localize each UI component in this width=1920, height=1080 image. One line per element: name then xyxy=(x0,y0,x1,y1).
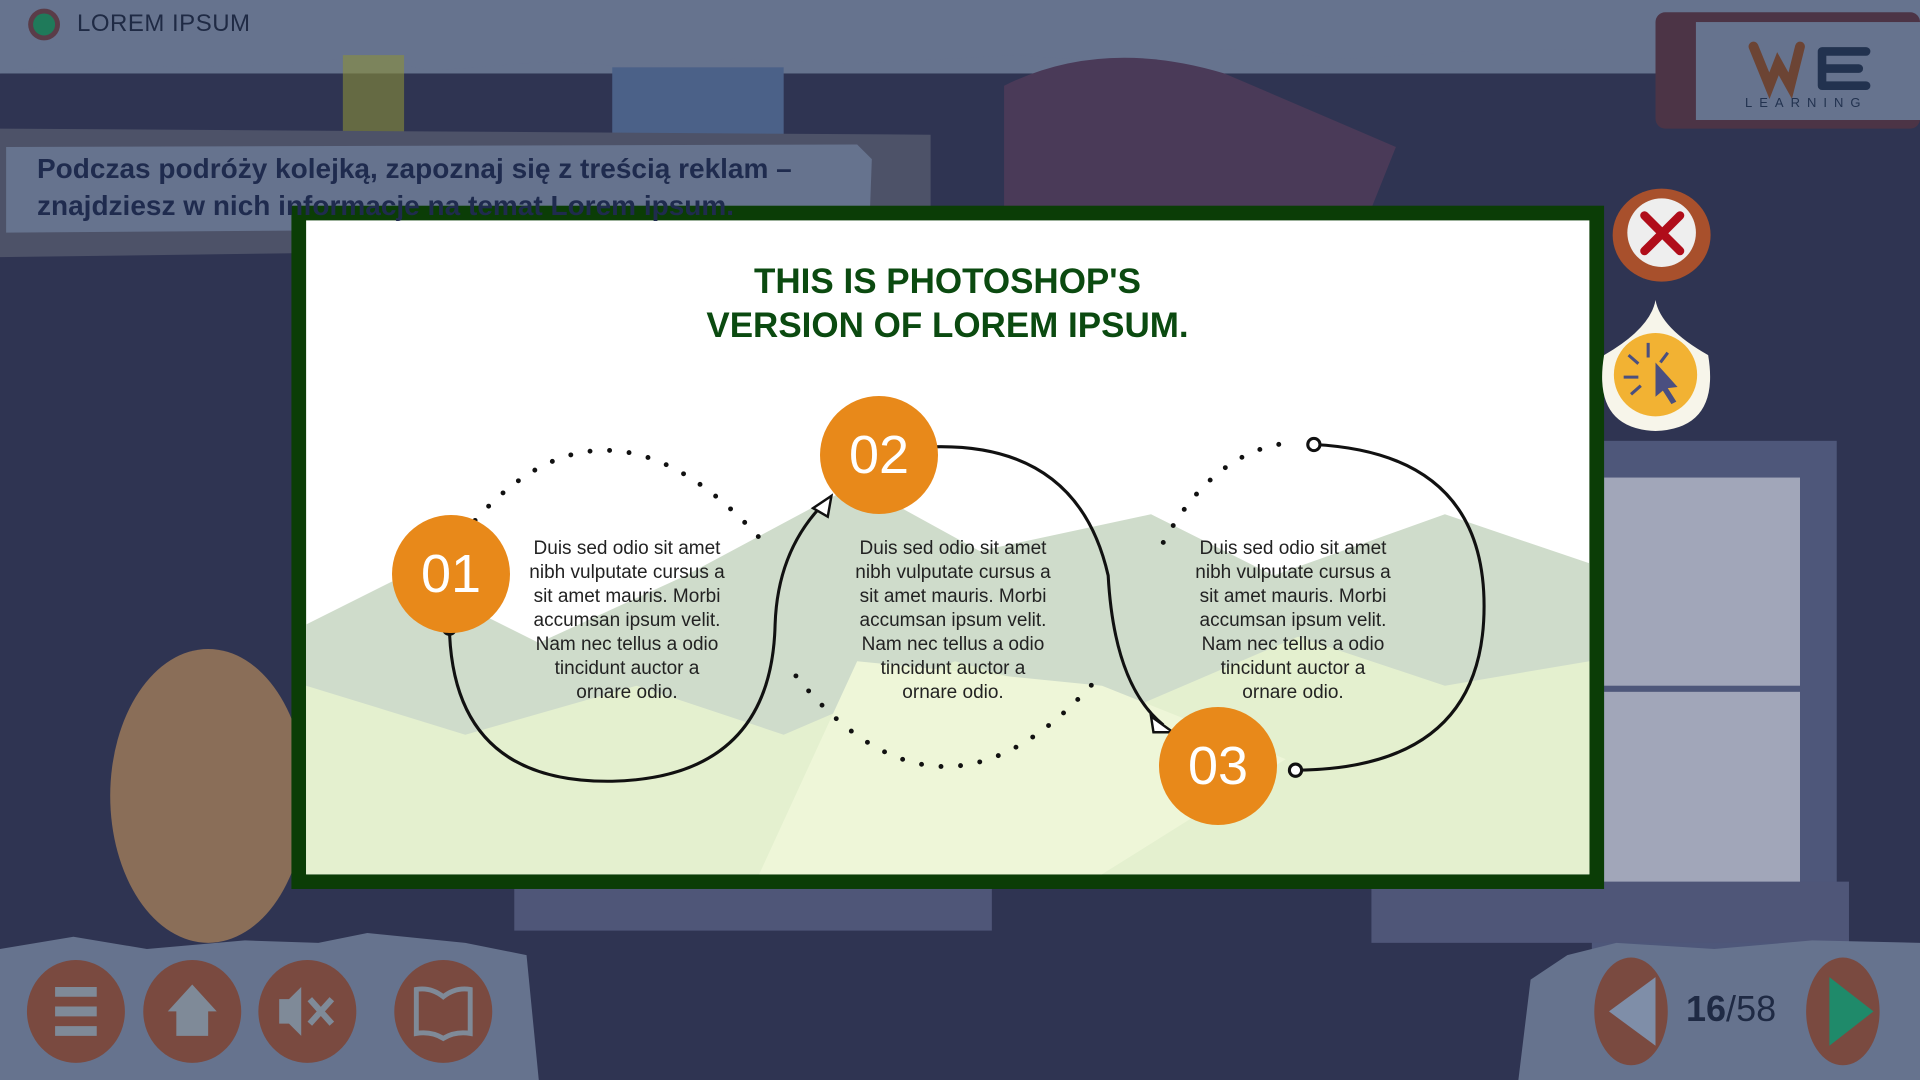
step-number-01: 01 xyxy=(392,515,510,633)
step-number-03: 03 xyxy=(1159,707,1277,825)
page-counter: 16/58 xyxy=(1686,988,1777,1029)
modal-title: THIS IS PHOTOSHOP'S VERSION OF LOREM IPS… xyxy=(306,260,1589,348)
page-total: 58 xyxy=(1736,988,1777,1029)
modal-title-line: THIS IS PHOTOSHOP'S xyxy=(754,262,1141,301)
page-current: 16 xyxy=(1686,988,1727,1029)
menu-button[interactable] xyxy=(26,960,125,1063)
header-title: LOREM IPSUM xyxy=(77,10,251,37)
book-button[interactable] xyxy=(394,960,493,1063)
modal-title-line: VERSION OF LOREM IPSUM. xyxy=(706,306,1189,345)
instruction-line: Podczas podróży kolejką, zapoznaj się z … xyxy=(37,153,792,184)
logo-subtitle: LEARNING xyxy=(1745,95,1868,110)
next-arrow-icon[interactable] xyxy=(1806,957,1880,1066)
step-number-02: 02 xyxy=(820,396,938,514)
pointer-click-icon[interactable] xyxy=(1602,300,1711,432)
prev-arrow-icon[interactable] xyxy=(1594,957,1668,1066)
home-button[interactable] xyxy=(143,960,242,1063)
mute-button[interactable] xyxy=(258,960,357,1063)
instruction-text: Podczas podróży kolejką, zapoznaj się z … xyxy=(37,150,857,224)
instruction-line: znajdziesz w nich informacje na temat Lo… xyxy=(37,190,735,221)
close-x-icon[interactable] xyxy=(1612,188,1711,282)
